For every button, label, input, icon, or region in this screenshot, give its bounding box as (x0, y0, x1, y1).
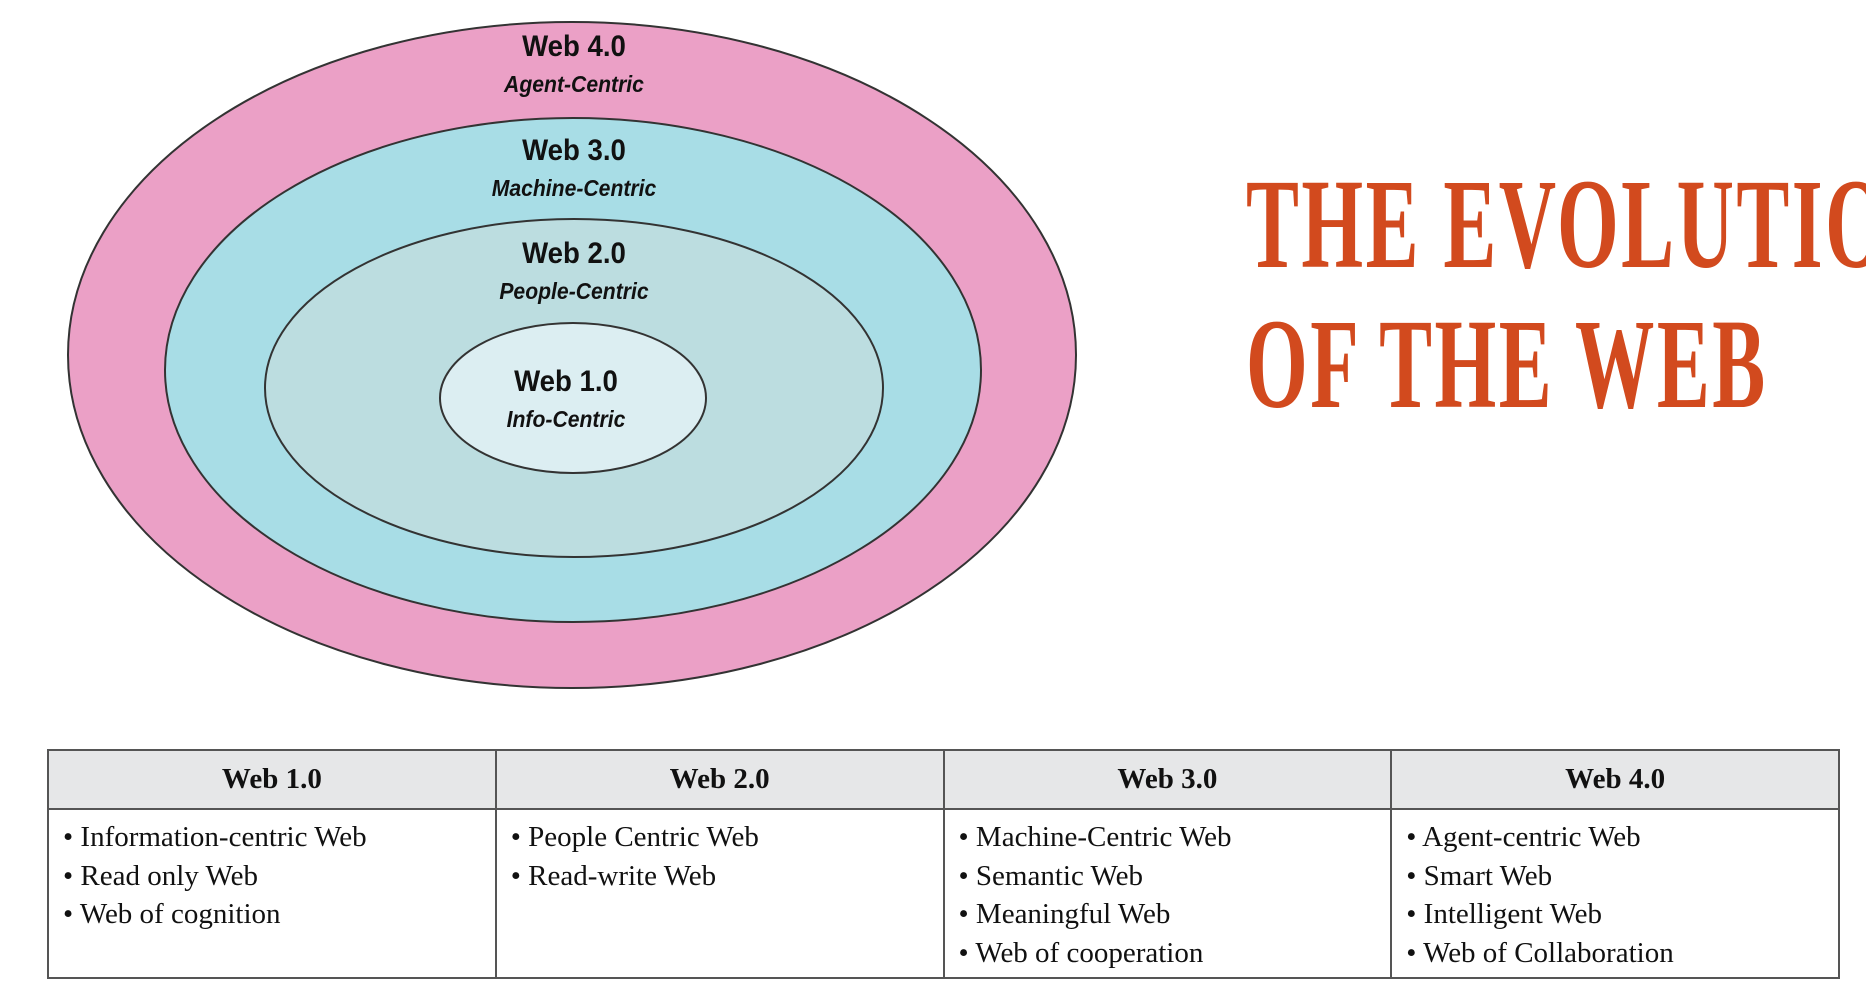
list-item: Smart Web (1406, 857, 1838, 896)
ring-web-2-focus: People-Centric (499, 278, 649, 304)
ring-web-1-focus: Info-Centric (506, 406, 626, 432)
column-header: Web 1.0 (47, 749, 497, 810)
list-item: Web of Collaboration (1406, 934, 1838, 973)
ring-web-1-label: Web 1.0 (514, 365, 618, 398)
table-cell-web-4: Agent-centric Web Smart Web Intelligent … (1390, 808, 1840, 979)
list-item: Agent-centric Web (1406, 818, 1838, 857)
table-cell-web-1: Information-centric Web Read only Web We… (47, 808, 497, 979)
column-header: Web 3.0 (942, 749, 1393, 810)
list-item: Intelligent Web (1406, 895, 1838, 934)
ring-web-1 (439, 322, 707, 474)
list-item: Semantic Web (959, 857, 1391, 896)
list-item: Web of cooperation (959, 934, 1391, 973)
table-cell-web-2: People Centric Web Read-write Web (494, 808, 945, 979)
list-item: Web of cognition (63, 895, 495, 934)
list-item: Read-write Web (511, 857, 943, 896)
ring-web-4-label: Web 4.0 (522, 30, 626, 63)
page-title-line-2: OF THE WEB (1246, 293, 1768, 435)
web-comparison-table: Web 1.0 Web 2.0 Web 3.0 Web 4.0 Informat… (47, 749, 1840, 979)
ring-web-3-focus: Machine-Centric (491, 175, 657, 201)
list-item: Machine-Centric Web (959, 818, 1391, 857)
list-item: Read only Web (63, 857, 495, 896)
ring-web-4-focus: Agent-Centric (504, 71, 644, 97)
column-header: Web 4.0 (1390, 749, 1840, 810)
table-header-row: Web 1.0 Web 2.0 Web 3.0 Web 4.0 (47, 749, 1840, 810)
ring-web-3-label: Web 3.0 (522, 134, 626, 167)
list-item: People Centric Web (511, 818, 943, 857)
ring-web-2-label: Web 2.0 (522, 237, 626, 270)
page-title-line-1: THE EVOLUTION (1246, 153, 1866, 295)
web-evolution-diagram (67, 21, 1077, 689)
table-row: Information-centric Web Read only Web We… (47, 808, 1840, 979)
table-cell-web-3: Machine-Centric Web Semantic Web Meaning… (942, 808, 1393, 979)
column-header: Web 2.0 (494, 749, 945, 810)
list-item: Information-centric Web (63, 818, 495, 857)
list-item: Meaningful Web (959, 895, 1391, 934)
